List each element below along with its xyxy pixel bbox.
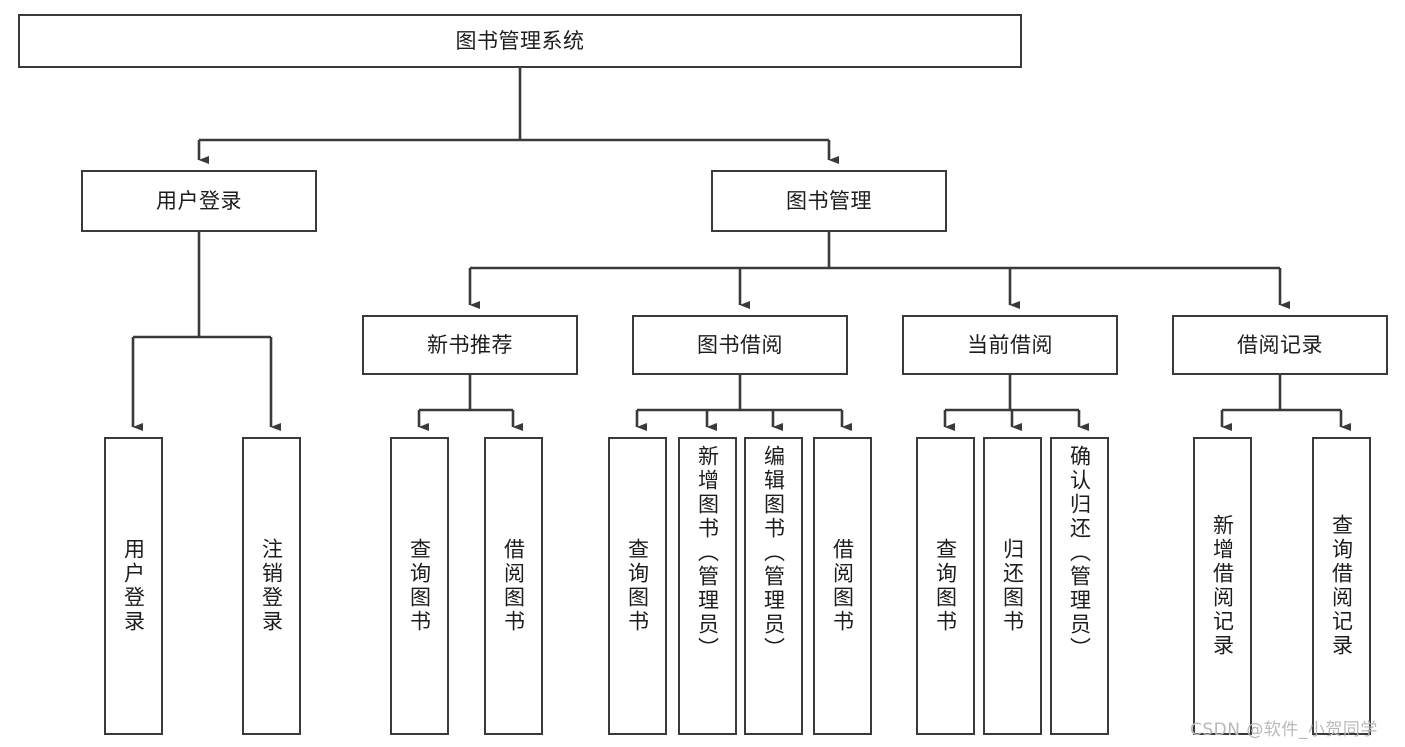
- node-leaf-confirm-return-admin-label: 确认归还（管理员）: [1067, 445, 1092, 661]
- node-leaf-query-book-recommend-label: 查询图书: [407, 538, 432, 634]
- node-leaf-add-borrow-record-label: 新增借阅记录: [1210, 514, 1235, 658]
- node-leaf-query-book-label: 查询图书: [625, 538, 650, 634]
- node-leaf-borrow-book-recommend[interactable]: 借阅图书: [484, 437, 543, 735]
- node-borrow-record-label: 借阅记录: [1237, 332, 1323, 357]
- node-leaf-user-login-label: 用户登录: [121, 538, 146, 634]
- node-current-borrow[interactable]: 当前借阅: [902, 315, 1118, 375]
- node-leaf-borrow-book-label: 借阅图书: [830, 538, 855, 634]
- node-leaf-user-logout-label: 注销登录: [259, 538, 284, 634]
- node-root-label: 图书管理系统: [455, 28, 585, 53]
- node-book-manage-label: 图书管理: [786, 188, 872, 213]
- node-book-borrow[interactable]: 图书借阅: [632, 315, 848, 375]
- node-new-book-recommend-label: 新书推荐: [427, 332, 513, 357]
- node-leaf-query-book-current[interactable]: 查询图书: [916, 437, 975, 735]
- node-leaf-confirm-return-admin[interactable]: 确认归还（管理员）: [1050, 437, 1109, 735]
- node-leaf-query-borrow-record[interactable]: 查询借阅记录: [1312, 437, 1371, 735]
- node-user-login-label: 用户登录: [156, 188, 242, 213]
- node-root-system[interactable]: 图书管理系统: [18, 14, 1022, 68]
- node-leaf-query-borrow-record-label: 查询借阅记录: [1329, 514, 1354, 658]
- node-user-login[interactable]: 用户登录: [81, 170, 317, 232]
- node-leaf-query-book-recommend[interactable]: 查询图书: [390, 437, 449, 735]
- node-leaf-borrow-book-recommend-label: 借阅图书: [501, 538, 526, 634]
- node-leaf-return-book-label: 归还图书: [1000, 538, 1025, 634]
- csdn-watermark: CSDN @软件_小贺同学: [1190, 720, 1378, 740]
- node-leaf-borrow-book[interactable]: 借阅图书: [813, 437, 872, 735]
- node-leaf-add-book-admin-label: 新增图书（管理员）: [695, 445, 720, 661]
- node-leaf-user-login[interactable]: 用户登录: [104, 437, 163, 735]
- node-borrow-record[interactable]: 借阅记录: [1172, 315, 1388, 375]
- node-leaf-edit-book-admin-label: 编辑图书（管理员）: [761, 445, 786, 661]
- node-current-borrow-label: 当前借阅: [967, 332, 1053, 357]
- node-book-manage[interactable]: 图书管理: [711, 170, 947, 232]
- node-leaf-return-book[interactable]: 归还图书: [983, 437, 1042, 735]
- node-leaf-add-book-admin[interactable]: 新增图书（管理员）: [678, 437, 737, 735]
- node-leaf-query-book-current-label: 查询图书: [933, 538, 958, 634]
- node-book-borrow-label: 图书借阅: [697, 332, 783, 357]
- node-leaf-user-logout[interactable]: 注销登录: [242, 437, 301, 735]
- node-leaf-query-book[interactable]: 查询图书: [608, 437, 667, 735]
- node-leaf-edit-book-admin[interactable]: 编辑图书（管理员）: [744, 437, 803, 735]
- node-leaf-add-borrow-record[interactable]: 新增借阅记录: [1193, 437, 1252, 735]
- node-new-book-recommend[interactable]: 新书推荐: [362, 315, 578, 375]
